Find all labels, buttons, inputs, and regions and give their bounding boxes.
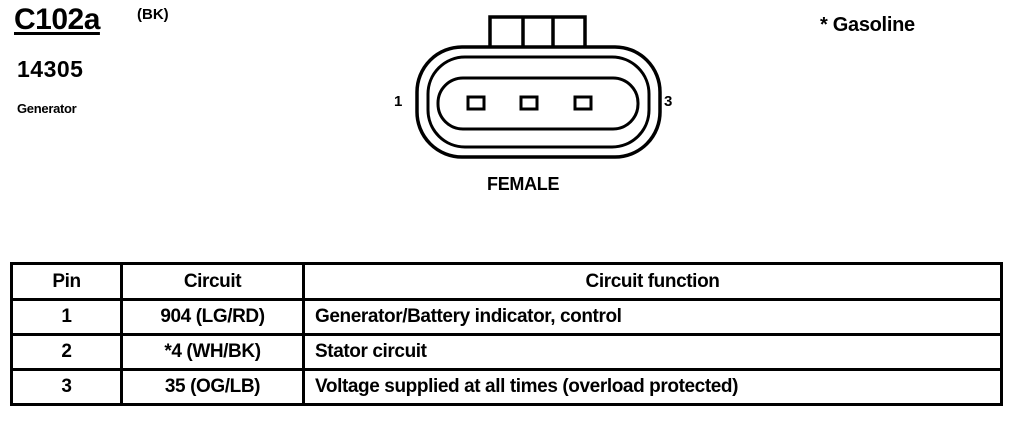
connector-gender: FEMALE xyxy=(487,174,560,194)
pin-label-1: 1 xyxy=(394,93,403,110)
cell-circuit: 904 (LG/RD) xyxy=(120,298,305,336)
table-row: 3 35 (OG/LB) Voltage supplied at all tim… xyxy=(10,368,1003,406)
table-row: 2 *4 (WH/BK) Stator circuit xyxy=(10,333,1003,371)
locking-tab xyxy=(488,15,587,54)
connector-id: C102a xyxy=(14,3,100,36)
pin-label-3: 3 xyxy=(664,93,673,110)
table-header-row: Pin Circuit Circuit function xyxy=(10,262,1003,301)
terminal-3 xyxy=(573,95,593,111)
table-row: 1 904 (LG/RD) Generator/Battery indicato… xyxy=(10,298,1003,336)
pinout-table: Pin Circuit Circuit function 1 904 (LG/R… xyxy=(10,262,1003,406)
cell-circuit: 35 (OG/LB) xyxy=(120,368,305,406)
cell-circuit: *4 (WH/BK) xyxy=(120,333,305,371)
cell-function: Generator/Battery indicator, control xyxy=(302,298,1003,336)
component-name: Generator xyxy=(17,101,77,116)
engine-note: * Gasoline xyxy=(820,14,915,36)
connector-face-diagram xyxy=(415,15,662,159)
header-pin: Pin xyxy=(10,262,123,301)
terminal-1 xyxy=(466,95,486,111)
terminal-2 xyxy=(519,95,539,111)
cell-pin: 1 xyxy=(10,298,123,336)
cell-function: Voltage supplied at all times (overload … xyxy=(302,368,1003,406)
header-circuit: Circuit xyxy=(120,262,305,301)
connector-color-code: (BK) xyxy=(137,6,169,23)
header-circuit-function: Circuit function xyxy=(302,262,1003,301)
cell-pin: 3 xyxy=(10,368,123,406)
cell-pin: 2 xyxy=(10,333,123,371)
part-number: 14305 xyxy=(17,56,84,82)
cell-function: Stator circuit xyxy=(302,333,1003,371)
